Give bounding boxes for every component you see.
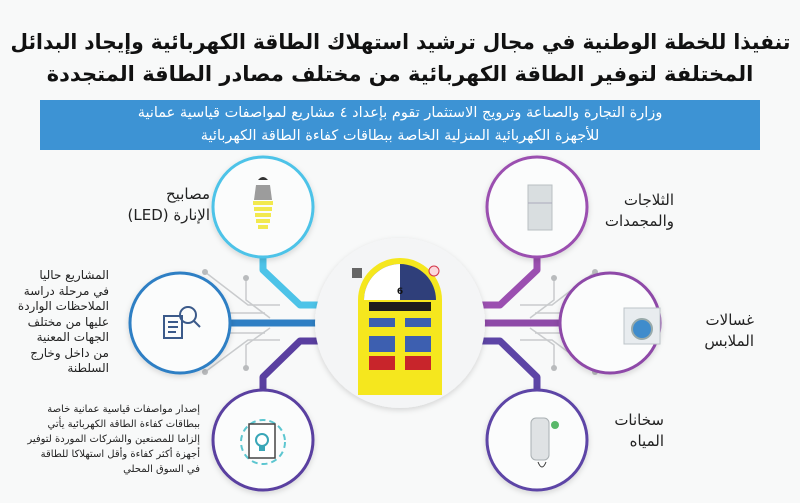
banner-line-2: للأجهزة الكهربائية المنزلية الخاصة ببطاق… [50,125,750,148]
label-washer-line-2: الملابس [672,331,754,352]
status-line: الملاحظات الواردة [4,299,109,315]
connector-heater [480,337,541,392]
led-bulb-icon [253,177,273,229]
title-line-2: المختلفة لتوفير الطاقة الكهربائية من مخت… [10,60,790,88]
standard-line-text: في السوق المحلي [123,464,200,475]
label-washer-line-2-text: الملابس [704,332,754,350]
standard-line-text: إصدار مواصفات قياسية عمانية خاصة [47,404,200,415]
status-line: السلطنة [4,361,109,377]
energy-label-icon [352,258,442,395]
banner: وزارة التجارة والصناعة وترويج الاستثمار … [40,100,760,150]
banner-line-1: وزارة التجارة والصناعة وترويج الاستثمار … [50,102,750,125]
standard-line: ببطاقات كفاءة الطاقة الكهربائية يأتي [5,417,200,432]
washing-machine-icon [623,307,661,345]
label-washer-line-1-text: غسالات [705,311,754,329]
standard-line: إصدار مواصفات قياسية عمانية خاصة [5,402,200,417]
banner-line-1-text: وزارة التجارة والصناعة وترويج الاستثمار … [137,105,663,121]
connector-standard [259,337,320,392]
standard-line-text: إلزاما للمصنعين والشركات الموردة لتوفير [27,434,200,445]
standard-line: أجهزة أكثر كفاءة وأقل استهلاكا للطاقة [5,447,200,462]
status-line-text: الجهات المعنية [36,330,109,344]
label-fridge: الثلاجات والمجمدات [594,190,674,232]
label-heater-line-2: المياه [594,431,664,452]
connector-led [259,255,320,309]
connector-fridge [480,255,541,309]
banner-line-2-text: للأجهزة الكهربائية المنزلية الخاصة ببطاق… [200,128,600,144]
status-line: عليها من مختلف [4,315,109,331]
label-led-line-2: الإنارة (LED) [70,205,210,226]
label-fridge-line-2-text: والمجمدات [604,212,674,230]
label-standard: إصدار مواصفات قياسية عمانية خاصة ببطاقات… [5,402,200,477]
energy-rating: 6 [397,287,403,297]
label-led-line-1-text: مصابيح [166,185,210,203]
standard-line: إلزاما للمصنعين والشركات الموردة لتوفير [5,432,200,447]
status-line: المشاريع حاليا [4,268,109,284]
label-heater-line-1-text: سخانات [614,411,664,429]
status-line: من داخل وخارج [4,346,109,362]
label-washer: غسالات الملابس [672,310,754,352]
label-fridge-line-1: الثلاجات [594,190,674,211]
status-line-text: عليها من مختلف [27,314,109,329]
title-line-2-text: المختلفة لتوفير الطاقة الكهربائية من مخت… [46,62,754,86]
label-heater-line-2-text: المياه [629,432,664,450]
standard-line: في السوق المحلي [5,462,200,477]
status-line-text: المشاريع حاليا [39,268,109,282]
title-line-1: تنفيذا للخطة الوطنية في مجال ترشيد استهل… [10,28,790,56]
label-led-line-2-text: الإنارة (LED) [127,206,210,224]
label-heater: سخانات المياه [594,410,664,452]
circle-status [128,271,232,375]
standard-line-text: أجهزة أكثر كفاءة وأقل استهلاكا للطاقة [40,449,200,460]
label-status: المشاريع حاليا في مرحلة دراسة الملاحظات … [4,268,109,377]
label-fridge-line-2: والمجمدات [594,211,674,232]
water-heater-icon [530,417,559,468]
label-fridge-line-1-text: الثلاجات [623,191,674,209]
label-heater-line-1: سخانات [594,410,664,431]
label-washer-line-1: غسالات [672,310,754,331]
status-line-text: في مرحلة دراسة [23,283,109,298]
gear-document-bulb-icon [240,419,286,465]
status-line-text: من داخل وخارج [30,345,109,360]
status-line: الجهات المعنية [4,330,109,346]
document-search-icon [163,306,201,339]
status-line-text: السلطنة [67,361,109,375]
standard-line-text: ببطاقات كفاءة الطاقة الكهربائية يأتي [47,419,200,430]
label-led: مصابيح الإنارة (LED) [70,184,210,226]
label-led-line-1: مصابيح [70,184,210,205]
status-line: في مرحلة دراسة [4,284,109,300]
status-line-text: الملاحظات الواردة [17,299,109,313]
refrigerator-icon [527,184,553,231]
title-line-1-text: تنفيذا للخطة الوطنية في مجال ترشيد استهل… [10,30,790,54]
